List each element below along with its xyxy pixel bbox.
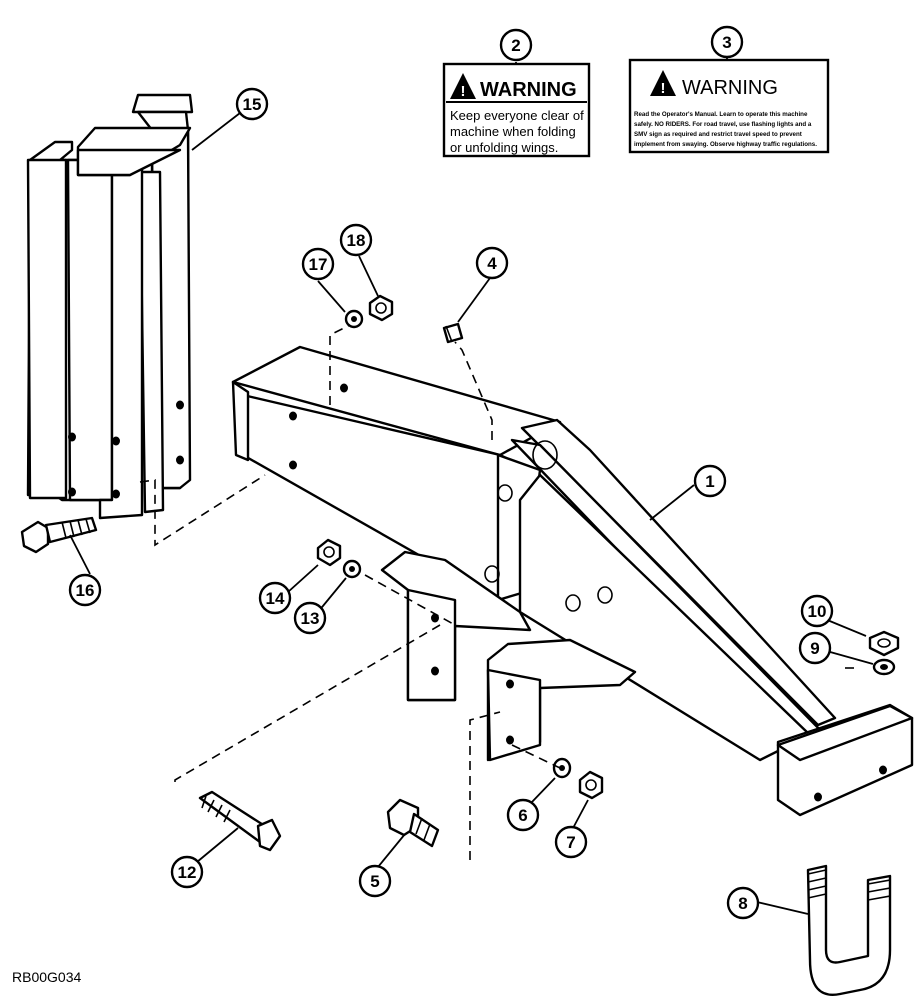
callout-label: 14 [266,589,285,608]
callout-label: 16 [76,581,95,600]
assembly-lines [139,324,855,860]
callout-label: 7 [566,833,575,852]
callout-label: 6 [518,806,527,825]
warning-decal-2: ! WARNING Keep everyone clear of machine… [442,62,591,158]
callout-10: 10 [800,594,834,628]
decal-2-line-2: machine when folding [450,124,576,139]
svg-text:!: ! [461,83,466,100]
decal-3-line-4: implement from swaying. Observe highway … [634,141,817,148]
callout-label: 10 [808,602,827,621]
callout-label: 8 [738,894,747,913]
main-frame [231,345,914,817]
decal-3-line-2: safely. NO RIDERS. For road travel, use … [634,121,812,128]
callout-label: 3 [722,33,731,52]
callout-label: 9 [810,639,819,658]
decal-3-header: WARNING [682,77,778,99]
callout-14: 14 [258,581,292,615]
callout-15: 15 [235,87,269,121]
callout-label: 1 [705,472,714,491]
callout-1: 1 [693,464,727,498]
callout-4: 4 [475,246,509,280]
callout-17: 17 [301,247,335,281]
callout-5: 5 [358,864,392,898]
figure-code: RB00G034 [12,969,81,985]
callout-6: 6 [506,798,540,832]
decal-2-header: WARNING [480,79,577,101]
svg-text:!: ! [661,80,666,97]
warning-decal-3: ! WARNING Read the Operator's Manual. Le… [628,58,830,154]
callout-label: 13 [301,609,320,628]
decal-3-line-3: SMV sign as required and restrict travel… [634,131,802,138]
callout-label: 5 [370,872,379,891]
callout-9: 9 [798,631,832,665]
callout-18: 18 [339,223,373,257]
callout-label: 2 [511,36,520,55]
hardware-parts [198,294,900,996]
callout-8: 8 [726,886,760,920]
callout-12: 12 [170,855,204,889]
callout-label: 18 [347,231,366,250]
callout-16: 16 [68,573,102,607]
callout-label: 4 [487,254,497,273]
callout-label: 15 [243,95,262,114]
callout-label: 12 [178,863,197,882]
callout-label: 17 [309,255,328,274]
callout-2: 2 [499,28,533,62]
decal-2-line-3: or unfolding wings. [450,140,558,155]
decal-2-line-1: Keep everyone clear of [450,108,584,123]
callout-3: 3 [710,25,744,59]
callout-13: 13 [293,601,327,635]
callout-leaders [69,58,874,915]
callout-7: 7 [554,825,588,859]
decal-3-line-1: Read the Operator's Manual. Learn to ope… [634,111,808,118]
bolt-part-16 [20,516,98,554]
upright-bracket-assembly [26,93,194,520]
